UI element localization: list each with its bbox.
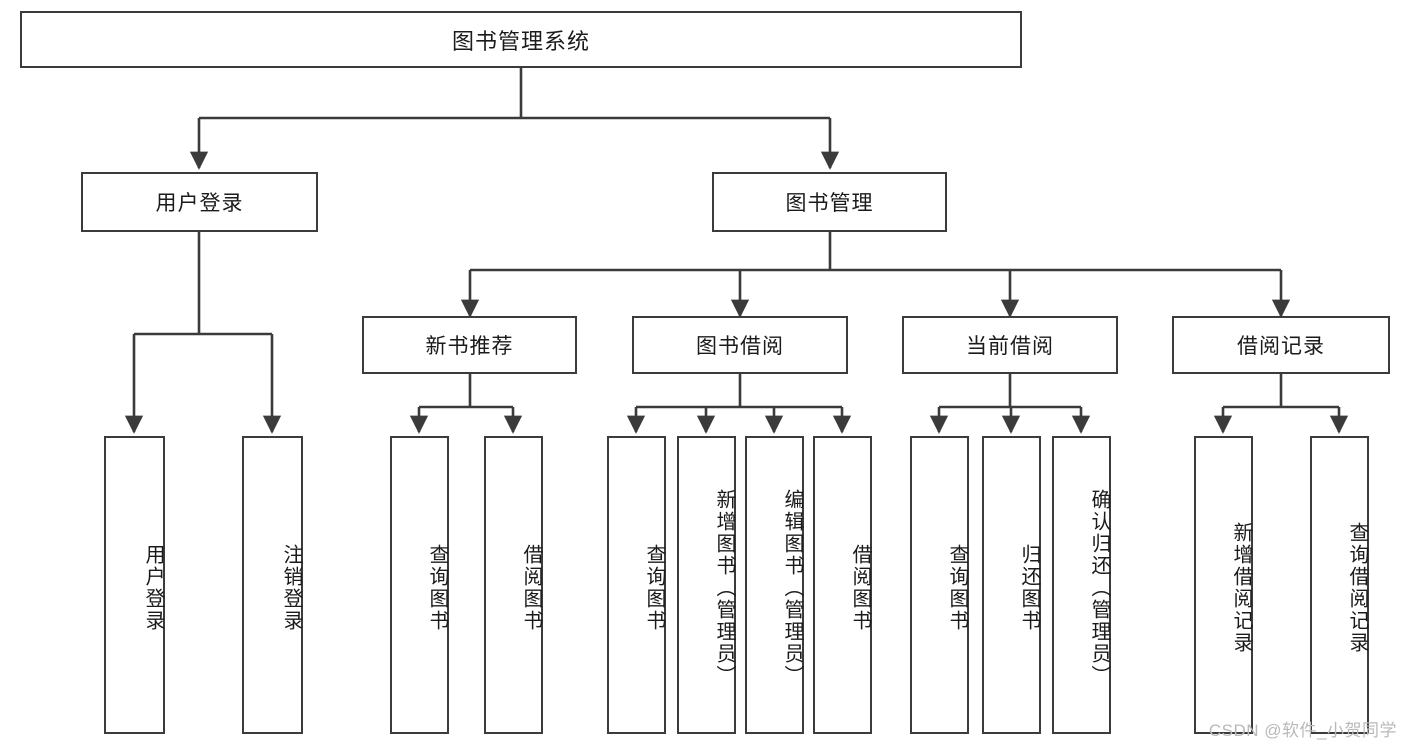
node-leaf-user-login[interactable]: 用户登录 <box>104 436 165 734</box>
node-label: 借阅图书 <box>849 544 871 632</box>
node-book-management[interactable]: 图书管理 <box>712 172 947 232</box>
node-leaf-query-book-1[interactable]: 查询图书 <box>390 436 449 734</box>
node-label: 新增借阅记录 <box>1230 522 1252 654</box>
node-label: 查询借阅记录 <box>1346 522 1368 654</box>
node-label: 查询图书 <box>643 544 665 632</box>
node-current-borrow[interactable]: 当前借阅 <box>902 316 1118 374</box>
node-borrow-record[interactable]: 借阅记录 <box>1172 316 1390 374</box>
node-label: 借阅图书 <box>520 544 542 632</box>
node-root-system[interactable]: 图书管理系统 <box>20 11 1022 68</box>
node-leaf-edit-book[interactable]: 编辑图书（管理员） <box>745 436 804 734</box>
node-leaf-query-book-2[interactable]: 查询图书 <box>607 436 666 734</box>
node-leaf-confirm-return[interactable]: 确认归还（管理员） <box>1052 436 1111 734</box>
node-leaf-borrow-book-1[interactable]: 借阅图书 <box>484 436 543 734</box>
node-label: 用户登录 <box>142 544 164 632</box>
node-label: 注销登录 <box>280 544 302 632</box>
node-new-book-recommend[interactable]: 新书推荐 <box>362 316 577 374</box>
node-label: 编辑图书（管理员） <box>781 489 803 687</box>
node-label: 查询图书 <box>426 544 448 632</box>
node-label: 新增图书（管理员） <box>713 489 735 687</box>
node-leaf-query-borrow-record[interactable]: 查询借阅记录 <box>1310 436 1369 734</box>
node-label: 查询图书 <box>946 544 968 632</box>
node-leaf-add-borrow-record[interactable]: 新增借阅记录 <box>1194 436 1253 734</box>
node-label: 确认归还（管理员） <box>1088 489 1110 687</box>
node-leaf-query-book-3[interactable]: 查询图书 <box>910 436 969 734</box>
node-label: 归还图书 <box>1018 544 1040 632</box>
watermark: CSDN @软件_小贺同学 <box>1208 721 1397 740</box>
node-user-login[interactable]: 用户登录 <box>81 172 318 232</box>
node-book-borrow[interactable]: 图书借阅 <box>632 316 848 374</box>
node-leaf-return-book[interactable]: 归还图书 <box>982 436 1041 734</box>
node-leaf-borrow-book-2[interactable]: 借阅图书 <box>813 436 872 734</box>
node-leaf-add-book[interactable]: 新增图书（管理员） <box>677 436 736 734</box>
node-leaf-logout-login[interactable]: 注销登录 <box>242 436 303 734</box>
